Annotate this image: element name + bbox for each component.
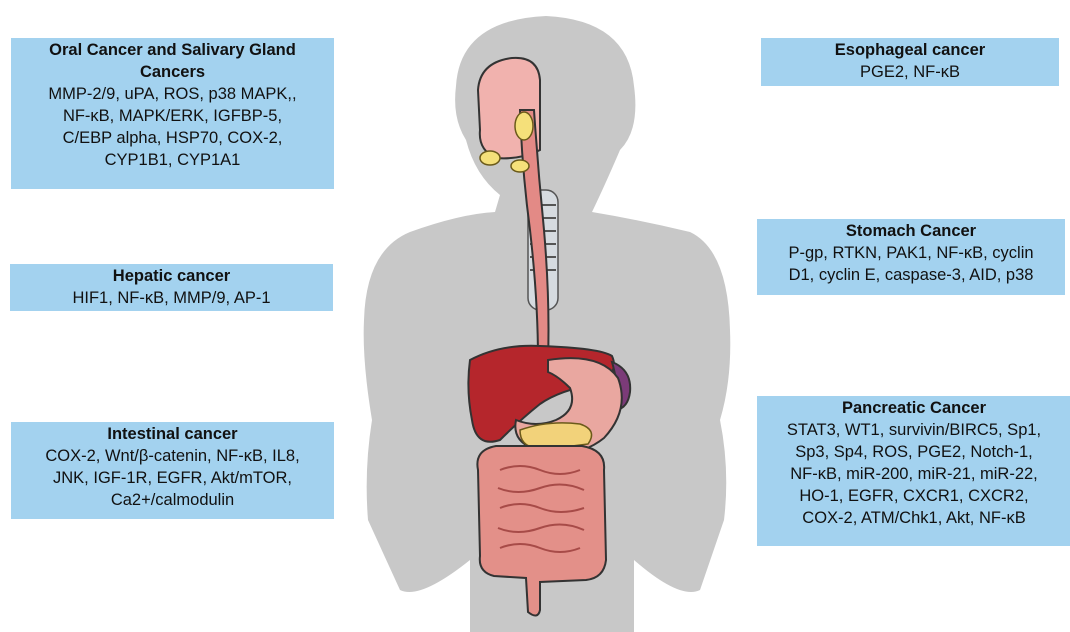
esophageal-cancer-box: Esophageal cancer PGE2, NF-κB	[761, 38, 1059, 86]
stomach-cancer-box: Stomach Cancer P-gp, RTKN, PAK1, NF-κB, …	[757, 219, 1065, 295]
hepatic-cancer-markers: HIF1, NF-κB, MMP/9, AP-1	[14, 287, 329, 309]
pancreas	[520, 423, 592, 448]
hepatic-cancer-box: Hepatic cancer HIF1, NF-κB, MMP/9, AP-1	[10, 264, 333, 311]
oral-cancer-box: Oral Cancer and Salivary Gland Cancers M…	[11, 38, 334, 189]
pancreatic-cancer-markers: STAT3, WT1, survivin/BIRC5, Sp1, Sp3, Sp…	[761, 419, 1067, 529]
oral-cancer-title: Oral Cancer and Salivary Gland Cancers	[15, 39, 330, 83]
oral-cancer-markers: MMP-2/9, uPA, ROS, p38 MAPK,, NF-κB, MAP…	[15, 83, 330, 171]
intestinal-cancer-markers: COX-2, Wnt/β-catenin, NF-κB, IL8, JNK, I…	[15, 445, 330, 511]
stomach-cancer-title: Stomach Cancer	[761, 220, 1061, 242]
esophageal-cancer-title: Esophageal cancer	[765, 39, 1055, 61]
esophageal-cancer-markers: PGE2, NF-κB	[765, 61, 1055, 83]
intestinal-cancer-title: Intestinal cancer	[15, 423, 330, 445]
pancreatic-cancer-box: Pancreatic Cancer STAT3, WT1, survivin/B…	[757, 396, 1070, 546]
hepatic-cancer-title: Hepatic cancer	[14, 265, 329, 287]
intestinal-cancer-box: Intestinal cancer COX-2, Wnt/β-catenin, …	[11, 422, 334, 519]
stomach-cancer-markers: P-gp, RTKN, PAK1, NF-κB, cyclin D1, cycl…	[761, 242, 1061, 286]
pancreatic-cancer-title: Pancreatic Cancer	[761, 397, 1067, 419]
